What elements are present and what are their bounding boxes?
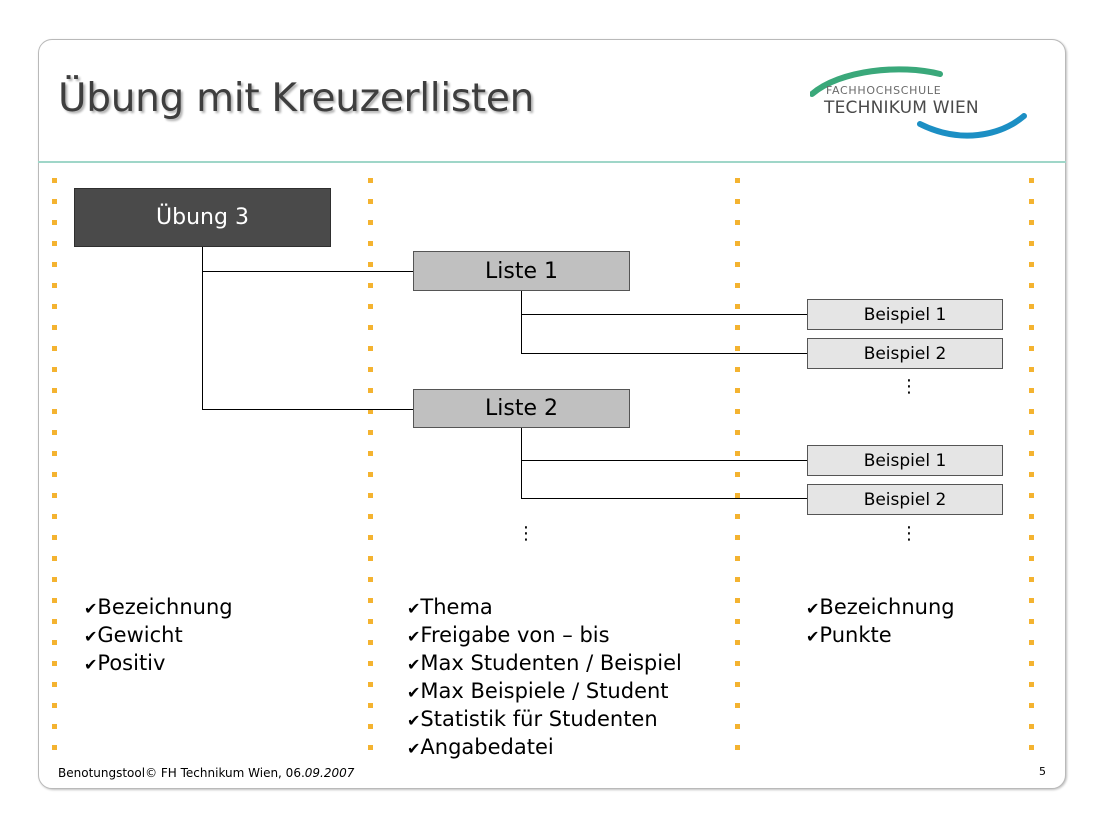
- dotted-separator-2: [368, 178, 373, 750]
- dotted-separator-3: [735, 178, 740, 750]
- attribute-label: Bezeichnung: [819, 595, 955, 619]
- dotted-separator-4: [1029, 178, 1034, 750]
- attribute-label: Gewicht: [97, 623, 183, 647]
- attribute-label: Max Studenten / Beispiel: [420, 651, 682, 675]
- connector-root-liste1: [202, 271, 414, 272]
- connector-liste2-beispiel1: [521, 460, 808, 461]
- connector-liste2-beispiel2: [521, 498, 808, 499]
- attribute-label: Punkte: [819, 623, 892, 647]
- attribute-item: ✔Bezeichnung: [806, 594, 955, 622]
- fh-technikum-logo: FACHHOCHSCHULE TECHNIKUM WIEN: [810, 64, 1030, 142]
- connector-liste2-vertical: [521, 428, 522, 499]
- node-liste2-beispiel-2: Beispiel 2: [807, 484, 1003, 515]
- connector-root-liste2: [202, 409, 414, 410]
- connector-liste1-beispiel1: [521, 314, 808, 315]
- attribute-item: ✔Thema: [407, 594, 682, 622]
- attributes-uebung: ✔Bezeichnung✔Gewicht✔Positiv: [84, 594, 233, 678]
- connector-liste1-vertical: [521, 291, 522, 354]
- connector-root-vertical: [202, 247, 203, 410]
- more-listen: ⋮: [517, 523, 535, 544]
- footer-text: Benotungstool© FH Technikum Wien, 06.: [58, 766, 305, 780]
- check-icon: ✔: [84, 655, 98, 674]
- check-icon: ✔: [84, 627, 98, 646]
- attribute-label: Positiv: [97, 651, 166, 675]
- check-icon: ✔: [407, 599, 421, 618]
- node-liste2-beispiel-1: Beispiel 1: [807, 445, 1003, 476]
- attribute-label: Statistik für Studenten: [420, 707, 658, 731]
- check-icon: ✔: [806, 599, 820, 618]
- slide-title: Übung mit Kreuzerllisten: [58, 76, 534, 121]
- attributes-liste: ✔Thema✔Freigabe von – bis✔Max Studenten …: [407, 594, 682, 762]
- header-divider: [38, 161, 1066, 163]
- check-icon: ✔: [407, 655, 421, 674]
- check-icon: ✔: [407, 739, 421, 758]
- check-icon: ✔: [407, 627, 421, 646]
- attribute-item: ✔Gewicht: [84, 622, 233, 650]
- check-icon: ✔: [806, 627, 820, 646]
- attribute-item: ✔Punkte: [806, 622, 955, 650]
- dotted-separator-1: [52, 178, 57, 750]
- connector-liste1-beispiel2: [521, 353, 808, 354]
- attribute-item: ✔Freigabe von – bis: [407, 622, 682, 650]
- attribute-item: ✔Statistik für Studenten: [407, 706, 682, 734]
- attribute-label: Thema: [420, 595, 493, 619]
- node-liste-2: Liste 2: [413, 389, 630, 428]
- logo-line1: FACHHOCHSCHULE: [826, 84, 942, 97]
- node-uebung: Übung 3: [74, 188, 331, 247]
- attributes-beispiel: ✔Bezeichnung✔Punkte: [806, 594, 955, 650]
- attribute-item: ✔Bezeichnung: [84, 594, 233, 622]
- more-beispiele-1: ⋮: [900, 376, 918, 397]
- footer-copyright: Benotungstool© FH Technikum Wien, 06.09.…: [58, 766, 354, 780]
- more-beispiele-2: ⋮: [900, 523, 918, 544]
- check-icon: ✔: [407, 683, 421, 702]
- check-icon: ✔: [84, 599, 98, 618]
- logo-line2: TECHNIKUM WIEN: [824, 98, 979, 118]
- attribute-item: ✔Positiv: [84, 650, 233, 678]
- attribute-item: ✔Max Studenten / Beispiel: [407, 650, 682, 678]
- check-icon: ✔: [407, 711, 421, 730]
- attribute-label: Freigabe von – bis: [420, 623, 610, 647]
- attribute-item: ✔Angabedatei: [407, 734, 682, 762]
- attribute-item: ✔Max Beispiele / Student: [407, 678, 682, 706]
- node-liste1-beispiel-1: Beispiel 1: [807, 299, 1003, 330]
- attribute-label: Bezeichnung: [97, 595, 233, 619]
- attribute-label: Max Beispiele / Student: [420, 679, 669, 703]
- node-liste-1: Liste 1: [413, 251, 630, 291]
- node-liste1-beispiel-2: Beispiel 2: [807, 338, 1003, 369]
- page-number: 5: [1039, 765, 1046, 778]
- footer-date-tail: 09.2007: [304, 766, 355, 780]
- attribute-label: Angabedatei: [420, 735, 554, 759]
